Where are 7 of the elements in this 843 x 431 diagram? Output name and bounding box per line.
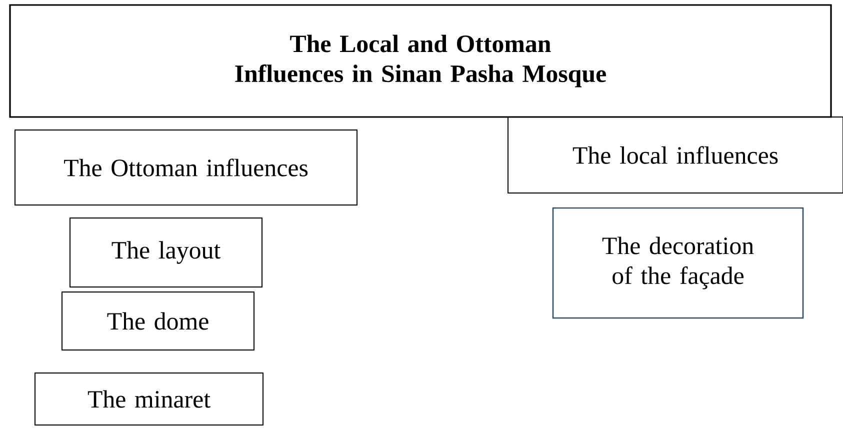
item-box: The dome — [62, 292, 254, 350]
category-box: The local influences — [508, 116, 843, 194]
item-box: The decoration of the façade — [552, 207, 804, 319]
item-box: The minaret — [34, 372, 264, 426]
item-box: The layout — [70, 218, 262, 288]
category-box: The Ottoman influences — [14, 130, 358, 206]
title-box: The Local and Ottoman Influences in Sinan Pasha Mosque — [9, 4, 832, 118]
